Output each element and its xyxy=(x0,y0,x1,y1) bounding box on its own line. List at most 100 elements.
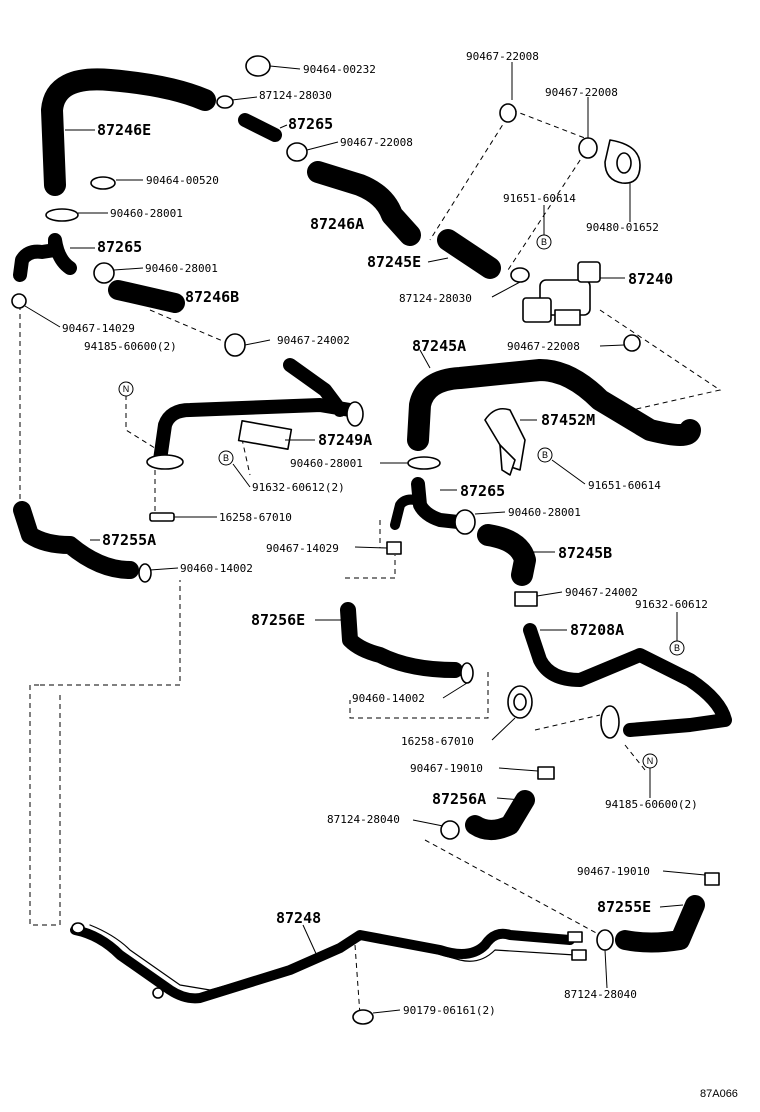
label-91632-60612: 91632-60612 xyxy=(635,598,708,611)
diagram-reference-code: 87A066 xyxy=(700,1088,738,1100)
clamp-90464-00520 xyxy=(90,176,116,190)
hose-87256E xyxy=(340,602,463,678)
label-87124-28040-a: 87124-28040 xyxy=(327,813,400,826)
label-90179-06161-2: 90179-06161(2) xyxy=(403,1004,496,1017)
label-90464-00232: 90464-00232 xyxy=(303,63,376,76)
label-90480-01652: 90480-01652 xyxy=(586,221,659,234)
hose-87246A xyxy=(307,161,421,246)
label-87255E: 87255E xyxy=(597,898,651,916)
valve-87240 xyxy=(522,261,601,326)
dashed-routing-lines xyxy=(19,109,722,1016)
markers: N B B B B N xyxy=(118,234,685,769)
label-87245E: 87245E xyxy=(367,253,421,271)
labels: 90464-00232 87124-28030 87246E 87265 904… xyxy=(62,50,738,1100)
label-94185-60600-2-b: 94185-60600(2) xyxy=(605,798,698,811)
svg-text:B: B xyxy=(541,237,547,247)
label-90460-28001-d: 90460-28001 xyxy=(508,506,581,519)
label-90467-14029: 90467-14029 xyxy=(62,322,135,335)
label-90467-19010-b: 90467-19010 xyxy=(577,865,650,878)
hose-87245A xyxy=(407,359,701,451)
hose-87256A xyxy=(465,790,535,840)
label-87452M: 87452M xyxy=(541,411,595,429)
clamp-87124-28040-b xyxy=(596,929,614,951)
label-87265-top: 87265 xyxy=(288,115,333,133)
label-87249A: 87249A xyxy=(318,431,372,449)
clamp-90467-22008-c xyxy=(623,334,641,352)
label-90460-14002-a: 90460-14002 xyxy=(180,562,253,575)
svg-text:N: N xyxy=(647,756,654,766)
label-91651-60614-b: 91651-60614 xyxy=(588,479,661,492)
clamp-90460-28001 xyxy=(45,208,79,222)
label-16258-67010-a: 16258-67010 xyxy=(219,511,292,524)
hose-87246B xyxy=(108,280,185,313)
label-87246A: 87246A xyxy=(310,215,364,233)
label-90467-22008-c: 90467-22008 xyxy=(507,340,580,353)
label-87265-left: 87265 xyxy=(97,238,142,256)
label-90467-22008-top: 90467-22008 xyxy=(340,136,413,149)
pipe-87208A xyxy=(507,623,732,739)
label-90460-28001-b: 90460-28001 xyxy=(145,262,218,275)
label-90460-28001-a: 90460-28001 xyxy=(110,207,183,220)
label-87256A: 87256A xyxy=(432,790,486,808)
pipe-87248 xyxy=(70,922,587,1004)
leader-lines xyxy=(24,62,706,1014)
clamp-90460-14002 xyxy=(138,563,152,583)
label-91651-60614-a: 91651-60614 xyxy=(503,192,576,205)
bracket-87452M xyxy=(484,407,526,476)
label-90467-19010-a: 90467-19010 xyxy=(410,762,483,775)
hose-87245B xyxy=(477,524,536,586)
label-87255A: 87255A xyxy=(102,531,156,549)
svg-text:B: B xyxy=(223,453,229,463)
label-90467-24002-b: 90467-24002 xyxy=(565,586,638,599)
label-90460-14002-b: 90460-14002 xyxy=(352,692,425,705)
clamp-90467-24002-b xyxy=(514,591,538,607)
label-87240: 87240 xyxy=(628,270,673,288)
clamp-90467-24002 xyxy=(224,333,246,357)
hose-87245E xyxy=(437,229,501,279)
label-87246B: 87246B xyxy=(185,288,239,306)
hose-87255E xyxy=(615,895,705,953)
label-87256E: 87256E xyxy=(251,611,305,629)
label-94185-60600-2-a: 94185-60600(2) xyxy=(84,340,177,353)
label-87124-28030-b: 87124-28030 xyxy=(399,292,472,305)
svg-text:B: B xyxy=(542,450,548,460)
clamp-90467-22008-b xyxy=(578,137,598,159)
label-87246E: 87246E xyxy=(97,121,151,139)
pipe-87265-mid xyxy=(390,477,465,530)
hose-87246E xyxy=(41,68,216,196)
label-90460-28001-c: 90460-28001 xyxy=(290,457,363,470)
label-91632-60612-2: 91632-60612(2) xyxy=(252,481,345,494)
clamp-90464-00232 xyxy=(245,55,271,77)
pipe-87265-left xyxy=(13,233,77,282)
label-87208A: 87208A xyxy=(570,621,624,639)
clamp-90460-14002-b xyxy=(460,662,474,684)
label-87124-28030: 87124-28030 xyxy=(259,89,332,102)
label-90467-14029-b: 90467-14029 xyxy=(266,542,339,555)
clamp-90460-28001-b xyxy=(93,262,115,284)
clamp-87124-28040 xyxy=(440,820,460,840)
label-90464-00520: 90464-00520 xyxy=(146,174,219,187)
tube-87265-top xyxy=(238,113,282,142)
clamp-90460-28001-d xyxy=(454,509,476,535)
label-90467-24002: 90467-24002 xyxy=(277,334,350,347)
clip-90467-19010-b xyxy=(704,872,720,886)
clamp-90467-22008-top xyxy=(286,142,308,162)
clamp-87124-28030-top xyxy=(216,95,234,109)
label-90467-22008-b: 90467-22008 xyxy=(545,86,618,99)
hose-87255A xyxy=(13,501,139,579)
clip-90179-06161 xyxy=(352,1009,374,1025)
clamp-90460-28001-c xyxy=(407,456,441,470)
label-90467-22008-a: 90467-22008 xyxy=(466,50,539,63)
label-87248: 87248 xyxy=(276,909,321,927)
pipe-87249A xyxy=(146,358,364,470)
gasket-16258-67010 xyxy=(149,512,175,522)
clamps xyxy=(11,55,720,1025)
clip-90467-14029-b xyxy=(386,541,402,555)
label-87245B: 87245B xyxy=(558,544,612,562)
svg-text:N: N xyxy=(123,384,130,394)
label-16258-67010-b: 16258-67010 xyxy=(401,735,474,748)
clip-90467-19010 xyxy=(537,766,555,780)
label-87245A: 87245A xyxy=(412,337,466,355)
